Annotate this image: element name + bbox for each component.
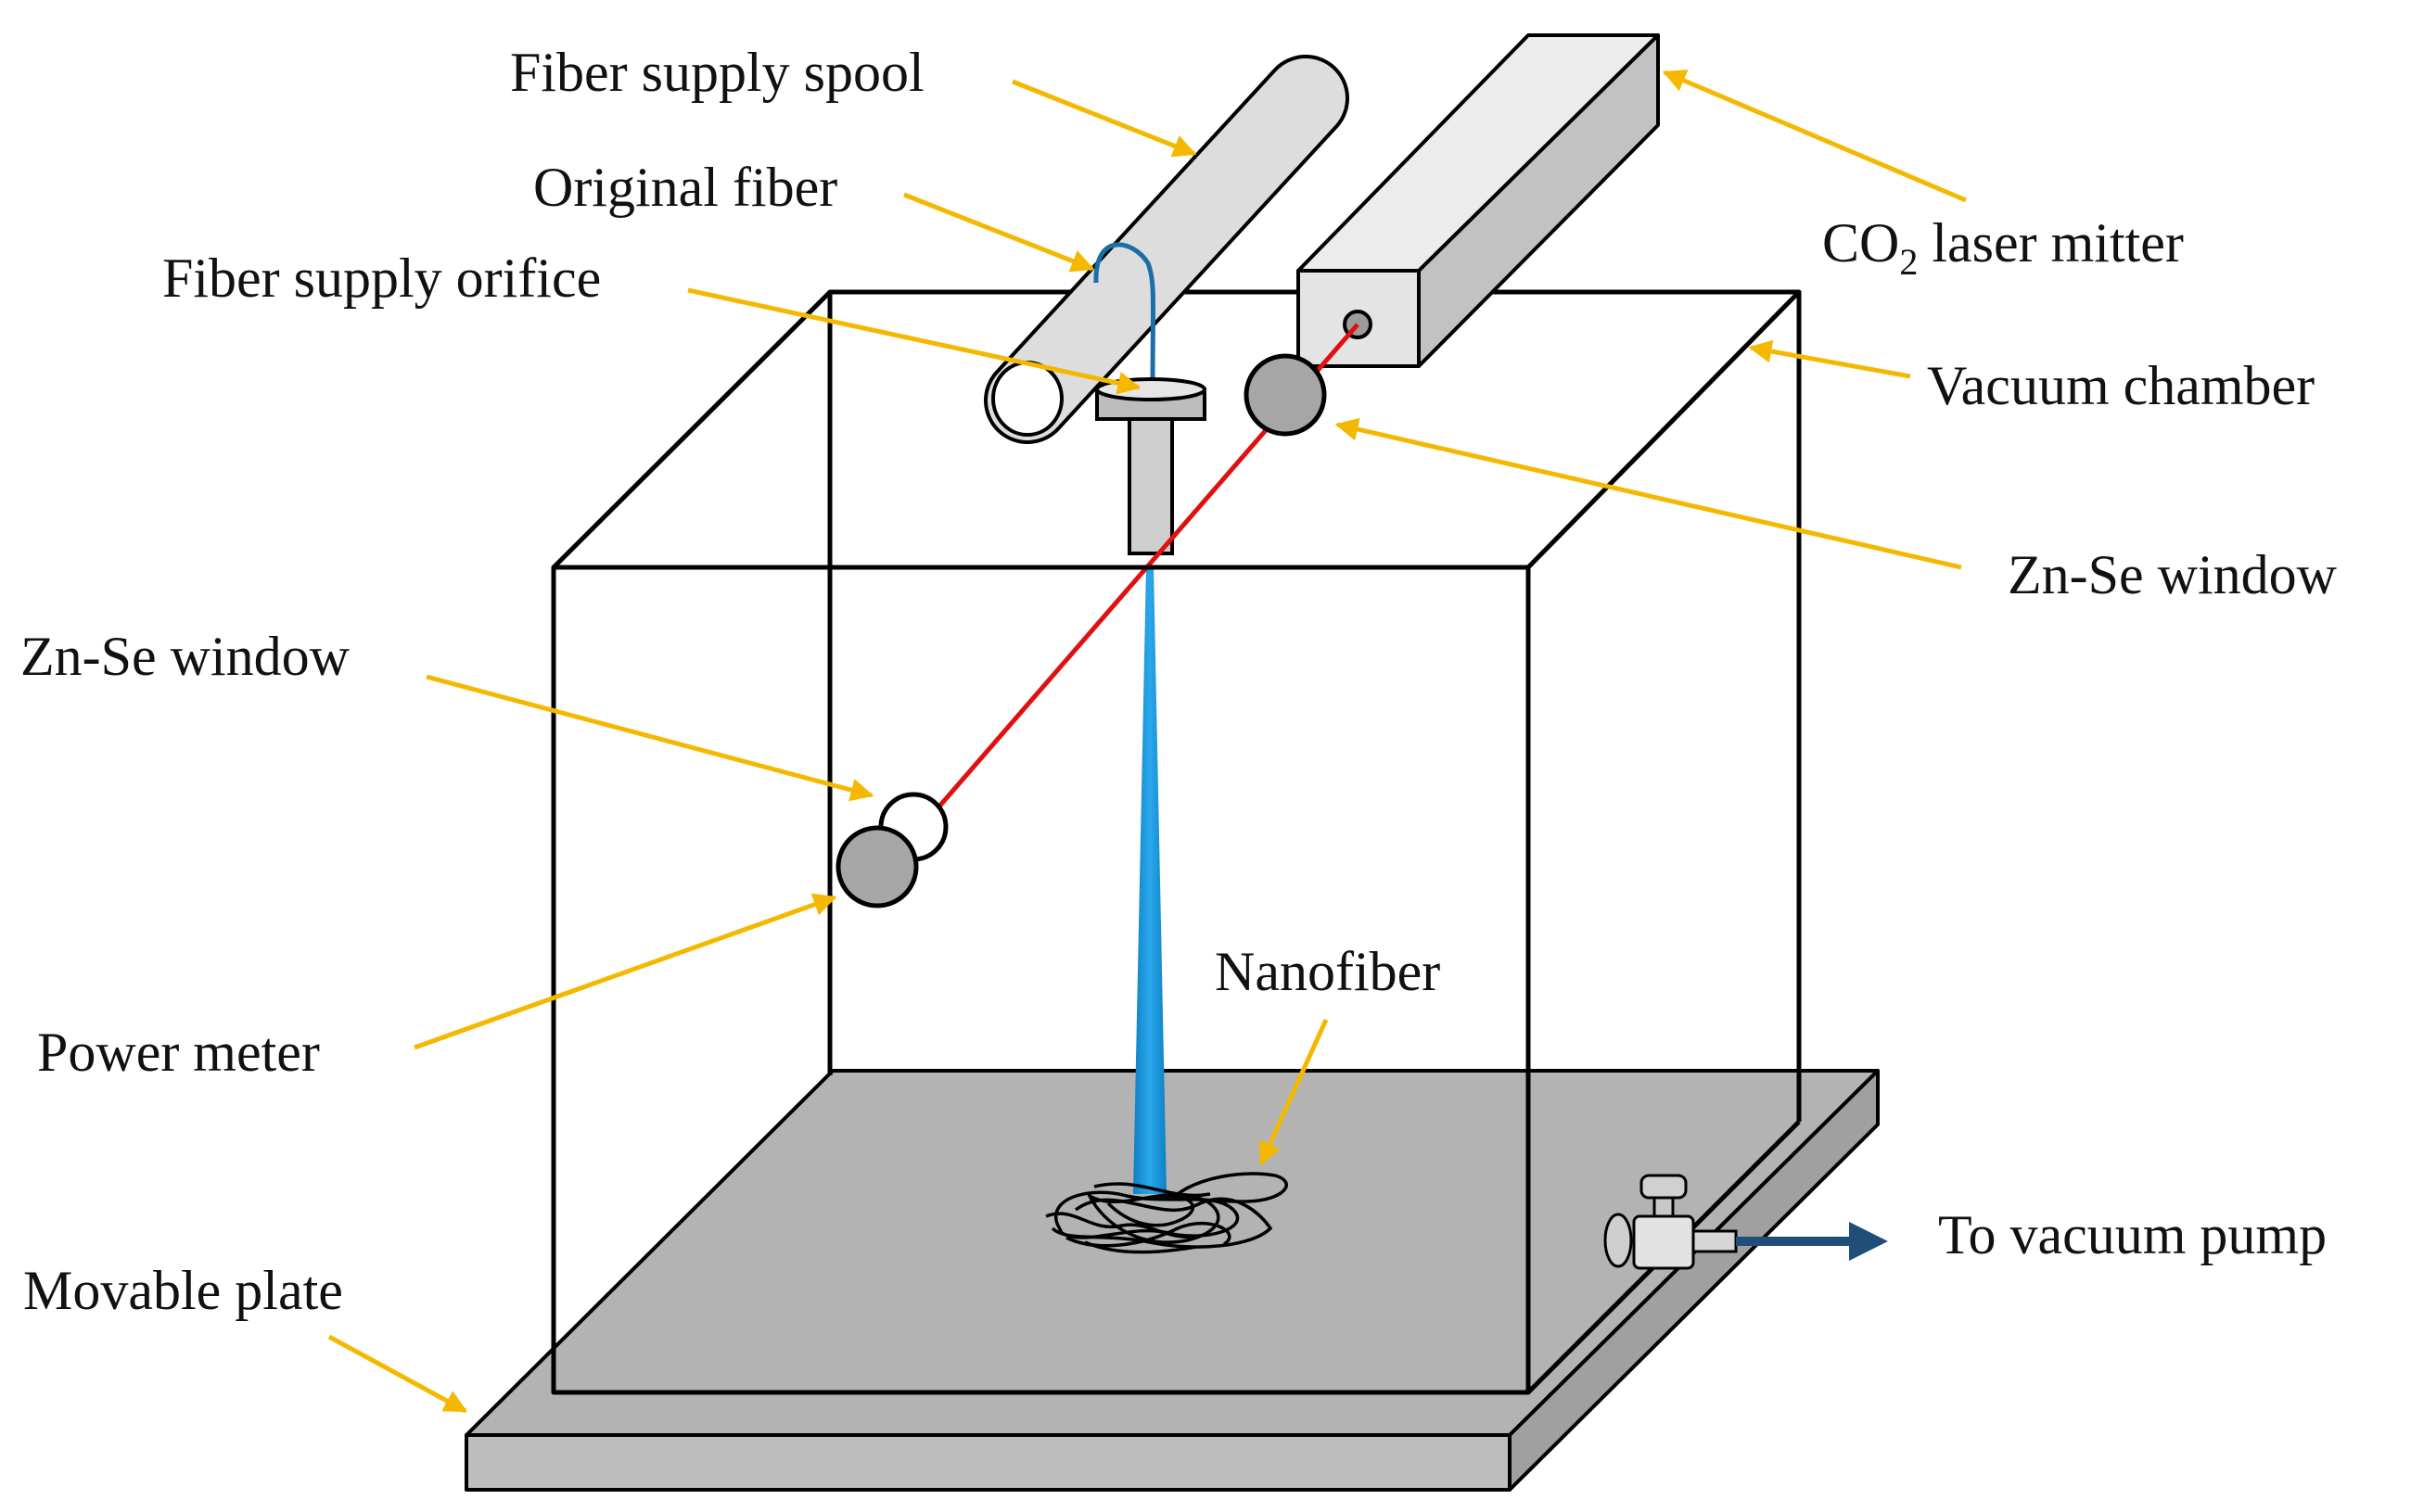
label-nanofiber: Nanofiber (1215, 941, 1440, 1002)
arrow-co2-laser-emitter (1662, 70, 1967, 203)
arrow-znse-window-right (1334, 417, 1962, 570)
vacuum-valve (1603, 1174, 1738, 1270)
label-vacuum-chamber: Vacuum chamber (1927, 355, 2315, 416)
valve-knob (1639, 1174, 1688, 1200)
nanofiber-tangle (1045, 1172, 1288, 1254)
vacuum-chamber (551, 290, 1801, 1395)
arrow-original-fiber (903, 192, 1095, 273)
spool-end-cap (991, 361, 1064, 437)
leader-arrows (327, 70, 1967, 1414)
label-to-vacuum-pump: To vacuum pump (1938, 1204, 2327, 1265)
orifice-tube (1128, 411, 1174, 555)
arrow-fiber-supply-spool (1012, 79, 1197, 158)
arrow-nanofiber (1258, 1018, 1329, 1166)
label-co2-laser-emitter: CO2 laser mitter (1822, 212, 2184, 283)
plate-front-face (465, 1433, 1512, 1492)
co2-laser-emitter (1296, 33, 1660, 368)
labels: Fiber supply spool Original fiber Fiber … (20, 42, 2338, 1321)
label-znse-window-right: Zn-Se window (2008, 544, 2338, 605)
label-movable-plate: Movable plate (23, 1260, 343, 1321)
pump-direction-arrow (1736, 1222, 1888, 1261)
label-znse-window-left: Zn-Se window (20, 626, 351, 687)
power-meter (836, 825, 919, 908)
chamber-front-face (551, 565, 1531, 1395)
valve-side-handle (1603, 1213, 1633, 1268)
label-original-fiber: Original fiber (533, 157, 837, 218)
arrow-movable-plate (327, 1334, 468, 1414)
plate-side-face (1508, 1069, 1880, 1492)
label-fiber-supply-orifice: Fiber supply orifice (162, 248, 601, 309)
arrow-vacuum-chamber (1748, 339, 1911, 379)
arrow-fiber-supply-orifice (687, 287, 1142, 395)
nanofiber-jet (1133, 567, 1167, 1194)
arrow-znse-window-left (426, 674, 874, 802)
arrow-power-meter (414, 893, 837, 1050)
valve-outlet (1691, 1229, 1738, 1253)
movable-plate (465, 1069, 1880, 1492)
valve-body (1632, 1214, 1695, 1270)
znse-window-top (1244, 353, 1327, 437)
fiber-supply-orifice (1095, 377, 1206, 555)
original-fiber (1093, 242, 1156, 388)
label-power-meter: Power meter (37, 1022, 320, 1083)
label-fiber-supply-spool: Fiber supply spool (510, 42, 925, 103)
